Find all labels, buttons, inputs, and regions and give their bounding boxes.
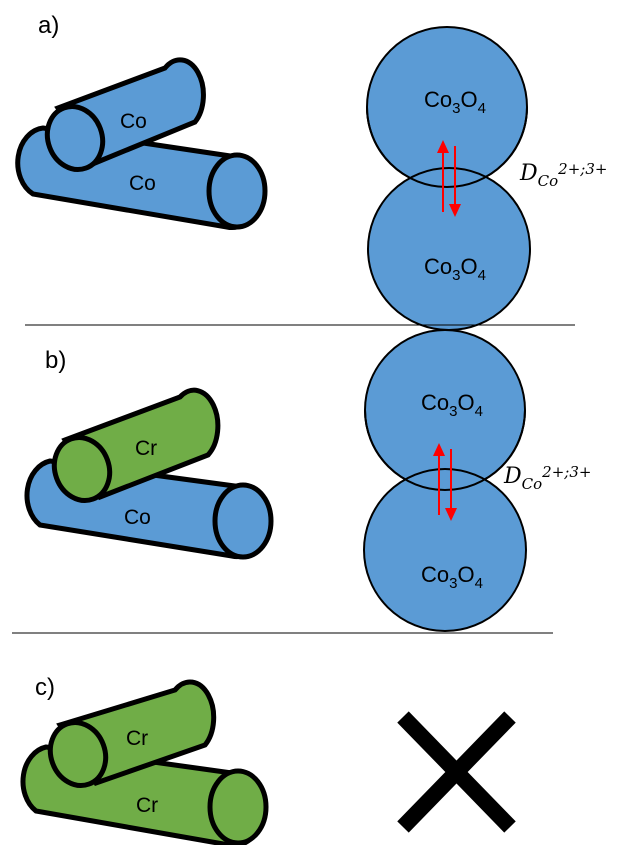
panel-a-arrow-up-head [437, 140, 449, 153]
panel-b-top-cylinder: Cr [51, 387, 221, 503]
panel-b: b) Co Cr Co3O4 Co3O4 DC [24, 329, 591, 632]
panel-c-top-cylinder-end [47, 720, 109, 788]
panel-c-top-cylinder: Cr [47, 679, 217, 788]
panel-a-sphere-overlap-outline [366, 106, 528, 188]
panel-b-label: b) [45, 347, 66, 374]
panel-b-bottom-cylinder-label: Co [124, 506, 151, 529]
panel-a-sphere-bottom [367, 167, 531, 331]
panel-b-sphere-bottom [363, 468, 527, 632]
panel-b-arrow-up-head [433, 443, 445, 456]
panel-b-sphere-overlap-outline [364, 409, 526, 491]
panel-c-bottom-cylinder-label: Cr [136, 794, 158, 817]
panel-a-label: a) [38, 12, 59, 39]
panel-a-top-cylinder-end [44, 104, 106, 172]
panel-a-top-cylinder: Co [44, 57, 206, 172]
panel-b-diffusion-arrows [433, 443, 457, 521]
panel-a-bottom-cylinder-end [206, 152, 268, 230]
panel-c: c) Cr Cr [20, 674, 516, 845]
panel-b-arrow-down-head [445, 508, 457, 521]
panel-c-bottom-cylinder-end [207, 768, 269, 845]
panel-a-diffusion-label: DCo2+;3+ [519, 160, 607, 190]
panel-c-top-cylinder-label: Cr [126, 727, 148, 750]
panel-b-top-cylinder-end [51, 435, 113, 503]
panel-c-label: c) [35, 674, 55, 701]
cross-icon [397, 711, 516, 833]
panel-a-diffusion-arrows [437, 140, 461, 217]
panel-a: a) Co Co Co3O4 Co3O4 [15, 12, 607, 331]
panel-b-diffusion-label: DCo2+;3+ [503, 463, 591, 493]
panel-b-sphere-top-label: Co3O4 [421, 390, 483, 420]
panel-a-sphere-bottom-label: Co3O4 [424, 254, 486, 284]
panel-a-bottom-cylinder-label: Co [129, 172, 156, 195]
panel-a-top-cylinder-label: Co [120, 110, 147, 133]
panel-a-sphere-top-label: Co3O4 [424, 87, 486, 117]
panel-b-top-cylinder-label: Cr [135, 437, 157, 460]
panel-b-bottom-cylinder-end [212, 482, 274, 560]
panel-b-sphere-bottom-label: Co3O4 [421, 562, 483, 592]
panel-a-arrow-down-head [449, 204, 461, 217]
